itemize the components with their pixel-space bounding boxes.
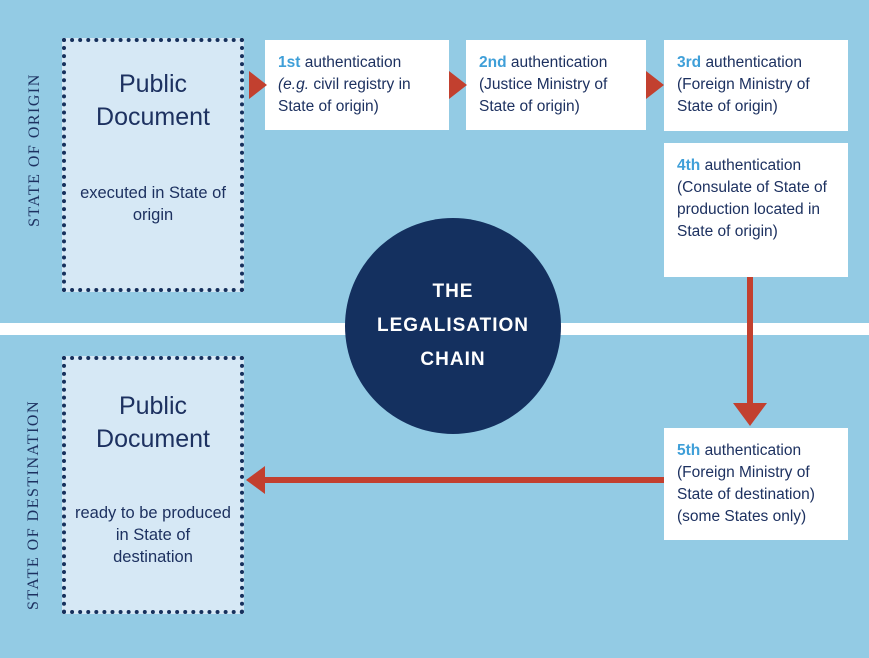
step-3-label: authentication <box>705 54 802 71</box>
step-1-box: 1st authentication (e.g. civil registry … <box>265 40 449 130</box>
state-of-destination-label: STATE OF DESTINATION <box>25 399 42 611</box>
public-document-origin-title: Public Document <box>96 70 210 131</box>
public-document-destination-title: Public Document <box>96 392 210 453</box>
legalisation-chain-circle: THE LEGALISATION CHAIN <box>345 218 561 434</box>
step-4-ordinal: 4th <box>677 157 701 174</box>
step-4-label: authentication <box>704 157 802 174</box>
step-1-label: authentication <box>304 54 402 71</box>
arrow-step5-to-destination-line <box>264 477 664 483</box>
circle-line-2: LEGALISATION <box>376 315 530 336</box>
step-5-label: authentication <box>704 442 802 459</box>
arrow-step4-to-step5-head-icon <box>733 403 767 426</box>
arrow-doc-to-step1-icon <box>249 71 267 99</box>
step-5-ordinal: 5th <box>677 442 701 459</box>
step-1-ordinal: 1st <box>278 54 301 71</box>
step-5-detail: (Foreign Ministry of State of destinatio… <box>677 464 815 525</box>
step-2-detail: (Justice Ministry of State of origin) <box>479 76 608 115</box>
arrow-step1-to-step2-icon <box>449 71 467 99</box>
arrow-step2-to-step3-icon <box>646 71 664 99</box>
step-5-box: 5th authentication (Foreign Ministry of … <box>664 428 848 540</box>
step-4-detail: (Consulate of State of production locate… <box>677 179 827 240</box>
public-document-destination-subtitle: ready to be produced in State of destina… <box>75 504 231 566</box>
step-4-box: 4th authentication (Consulate of State o… <box>664 143 848 277</box>
step-1-detail-italic: (e.g. <box>278 76 310 93</box>
step-2-box: 2nd authentication (Justice Ministry of … <box>466 40 646 130</box>
arrow-step4-to-step5-line <box>747 277 753 405</box>
legalisation-chain-title: THE LEGALISATION CHAIN <box>377 275 529 377</box>
circle-line-1: THE <box>432 281 474 302</box>
public-document-origin-box: Public Document executed in State of ori… <box>62 38 244 292</box>
step-2-ordinal: 2nd <box>479 54 507 71</box>
circle-line-3: CHAIN <box>420 349 486 370</box>
step-3-box: 3rd authentication (Foreign Ministry of … <box>664 40 848 131</box>
arrow-step5-to-destination-head-icon <box>246 466 265 494</box>
public-document-origin-subtitle: executed in State of origin <box>80 184 226 224</box>
step-2-label: authentication <box>510 54 608 71</box>
step-1-detail: civil registry in State of origin) <box>278 76 411 115</box>
step-3-detail: (Foreign Ministry of State of origin) <box>677 76 810 115</box>
step-3-ordinal: 3rd <box>677 54 702 71</box>
public-document-destination-box: Public Document ready to be produced in … <box>62 356 244 614</box>
state-of-origin-label: STATE OF ORIGIN <box>26 73 43 227</box>
